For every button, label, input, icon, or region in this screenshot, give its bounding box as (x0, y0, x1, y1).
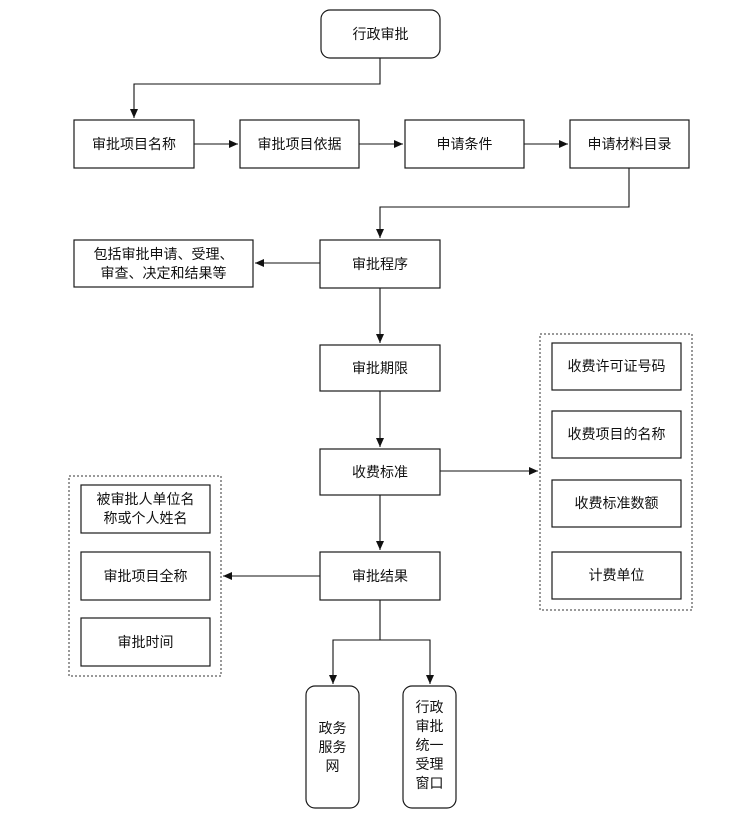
node-item-basis-label: 审批项目依据 (258, 137, 342, 153)
node-unified-window-line1: 行政 (416, 700, 444, 716)
node-applicant-line1: 被审批人单位名 (97, 492, 195, 508)
node-item-name: 审批项目名称 (73, 119, 195, 169)
node-gov-service-net: 政务 服务 网 (305, 685, 360, 809)
node-fee-unit-label: 计费单位 (589, 568, 645, 584)
node-result-label: 审批结果 (352, 569, 408, 585)
node-procedure: 审批程序 (319, 239, 441, 289)
node-material-list-label: 申请材料目录 (588, 137, 672, 153)
node-procedure-label: 审批程序 (352, 257, 408, 273)
node-fee-license-label: 收费许可证号码 (568, 359, 666, 375)
node-item-basis: 审批项目依据 (239, 119, 360, 169)
node-unified-window: 行政 审批 统一 受理 窗口 (402, 685, 457, 809)
node-fee-amount-label: 收费标准数额 (575, 496, 659, 512)
node-gov-service-net-line3: 网 (326, 759, 340, 775)
node-item-fullname: 审批项目全称 (80, 551, 211, 601)
node-unified-window-line5: 窗口 (416, 775, 444, 792)
node-gov-service-net-line2: 服务 (319, 740, 347, 756)
node-fee-license: 收费许可证号码 (551, 342, 682, 391)
node-unified-window-line4: 受理 (416, 757, 444, 773)
node-procedure-note-line2: 审查、决定和结果等 (101, 265, 227, 282)
node-gov-service-net-line1: 政务 (319, 721, 347, 737)
node-approval-time-label: 审批时间 (118, 635, 174, 651)
edge-result-split (329, 600, 381, 684)
node-unified-window-line2: 审批 (416, 719, 444, 735)
node-fee-item-name: 收费项目的名称 (551, 410, 682, 459)
node-fee-standard: 收费标准 (319, 448, 441, 496)
node-approval-time: 审批时间 (80, 617, 211, 667)
edge-materials-to-procedure (376, 168, 630, 238)
fee-details-group (539, 333, 693, 611)
node-apply-condition-label: 申请条件 (437, 136, 493, 153)
edge-root-to-item-name (130, 58, 381, 118)
result-details-group (68, 475, 222, 677)
node-procedure-note-line1: 包括审批申请、受理、 (94, 247, 234, 263)
node-procedure-note: 包括审批申请、受理、 审查、决定和结果等 (73, 239, 254, 288)
node-item-name-label: 审批项目名称 (92, 137, 176, 153)
node-applicant: 被审批人单位名 称或个人姓名 (80, 484, 211, 534)
node-apply-condition: 申请条件 (404, 119, 525, 169)
node-fee-item-name-label: 收费项目的名称 (568, 427, 666, 443)
node-item-fullname-label: 审批项目全称 (104, 568, 188, 585)
node-applicant-line2: 称或个人姓名 (104, 511, 188, 527)
edges (130, 58, 630, 684)
node-root: 行政审批 (320, 9, 441, 59)
node-fee-amount: 收费标准数额 (551, 479, 682, 528)
edge-result-to-window (380, 639, 434, 684)
node-fee-unit: 计费单位 (551, 551, 682, 600)
node-fee-standard-label: 收费标准 (352, 465, 408, 481)
node-result: 审批结果 (319, 551, 441, 601)
node-unified-window-line3: 统一 (416, 738, 444, 754)
node-time-limit: 审批期限 (319, 344, 441, 392)
node-material-list: 申请材料目录 (569, 119, 690, 169)
node-time-limit-label: 审批期限 (352, 361, 408, 377)
node-root-label: 行政审批 (353, 27, 409, 43)
